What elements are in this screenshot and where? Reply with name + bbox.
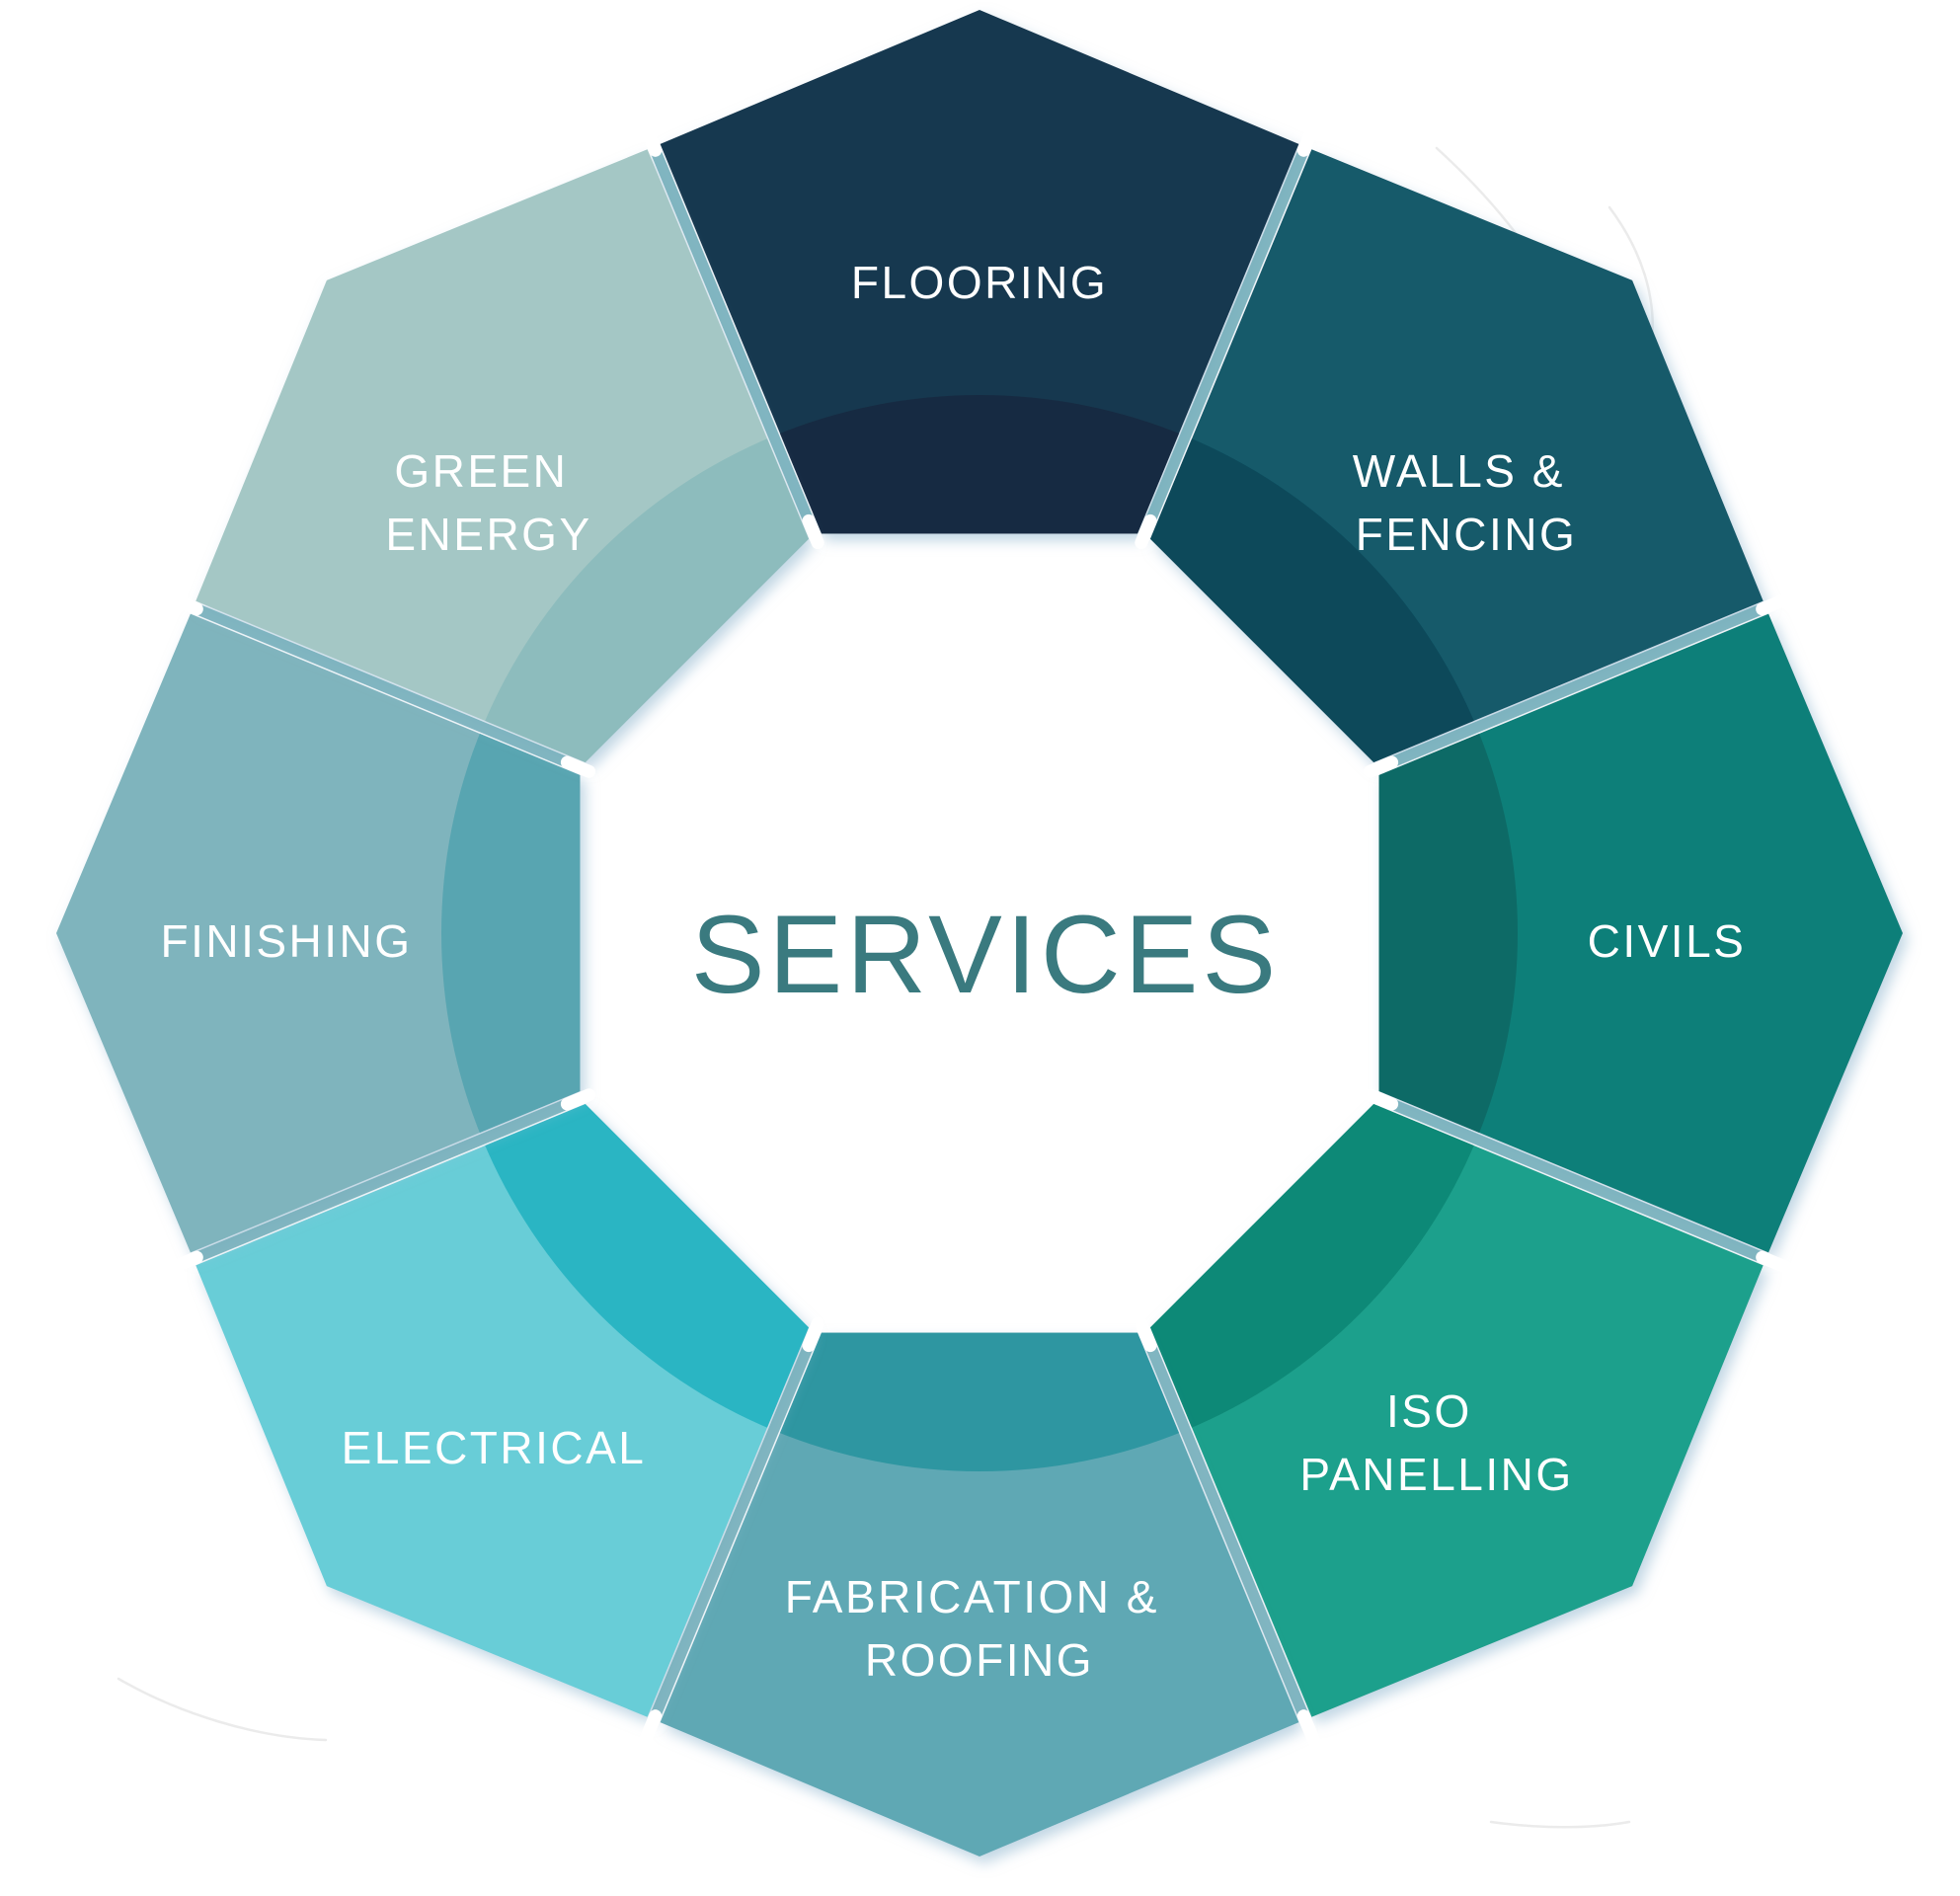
segment-label-civils: CIVILS	[1588, 915, 1747, 967]
segment-labels: FLOORING WALLS & FENCING CIVILS ISO PANE…	[160, 257, 1747, 1686]
segment-finishing-shape	[56, 613, 581, 1253]
segment-civils	[1378, 613, 1903, 1253]
segment-finishing	[56, 613, 581, 1253]
segment-fabrication-roofing-shape	[660, 1332, 1299, 1856]
segment-label-green-energy: GREEN ENERGY	[385, 445, 591, 560]
segment-fabrication-roofing	[660, 1332, 1299, 1856]
segment-label-walls-fencing: WALLS & FENCING	[1353, 445, 1580, 560]
segment-label-fabrication-roofing: FABRICATION & ROOFING	[785, 1571, 1175, 1686]
segment-label-iso-panelling: ISO PANELLING	[1299, 1385, 1573, 1500]
segment-label-electrical: ELECTRICAL	[342, 1422, 647, 1473]
segment-label-line: ENERGY	[385, 509, 591, 560]
diagram-title: SERVICES	[691, 893, 1280, 1016]
segment-label-line: ROOFING	[865, 1634, 1094, 1686]
segment-label-line: PANELLING	[1299, 1449, 1573, 1500]
segment-label-line: FABRICATION &	[785, 1571, 1159, 1622]
divider-cap-lines	[166, 119, 1793, 1747]
divider-bevel-lines	[190, 143, 1769, 1723]
segment-flooring	[660, 10, 1299, 534]
segment-label-line: ISO	[1386, 1385, 1472, 1437]
segment-civils-shape	[1378, 613, 1903, 1253]
segment-label-finishing: FINISHING	[160, 915, 412, 967]
segment-label-line: WALLS &	[1353, 445, 1565, 497]
segment-label-line: FENCING	[1356, 509, 1578, 560]
segment-flooring-shape	[660, 10, 1299, 534]
segment-label-line: GREEN	[394, 445, 568, 497]
segment-dividers	[166, 119, 1793, 1747]
segment-label-flooring: FLOORING	[851, 257, 1108, 308]
